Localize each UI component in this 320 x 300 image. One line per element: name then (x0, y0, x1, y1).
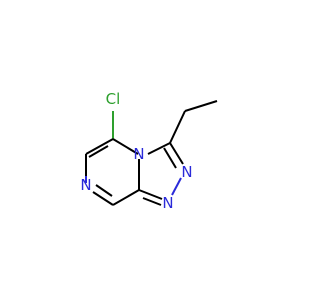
bond-c8-c8a (112, 189, 140, 206)
background (0, 0, 300, 300)
bond-c5-n4 (112, 138, 139, 155)
structure-canvas: Cl N N N N (0, 0, 300, 300)
bridgehead-nitrogen-label: N (133, 145, 144, 163)
triazole-nitrogen-1-label: N (162, 194, 173, 212)
bond-c5-c6-double (88, 145, 109, 158)
bond-c5-c6 (85, 138, 114, 155)
molecule-structure: Cl N N N N (0, 0, 300, 300)
bond-ch2-ch3 (184, 100, 218, 112)
bond-n2-n1 (171, 177, 182, 196)
pyrazine-nitrogen-label: N (80, 176, 91, 194)
triazole-nitrogen-2-label: N (181, 163, 192, 181)
bond-n7-c8-double (95, 184, 113, 197)
bond-c3-ch2 (169, 110, 186, 144)
bond-c3-n2 (169, 142, 184, 165)
chlorine-label: Cl (106, 90, 121, 108)
bond-c8a-n1-double (142, 197, 162, 206)
bond-n4-c3 (147, 142, 171, 155)
bond-c8a-n1 (138, 189, 163, 200)
bond-c3-n2-double (163, 147, 177, 169)
bond-n7-c8 (92, 191, 114, 206)
